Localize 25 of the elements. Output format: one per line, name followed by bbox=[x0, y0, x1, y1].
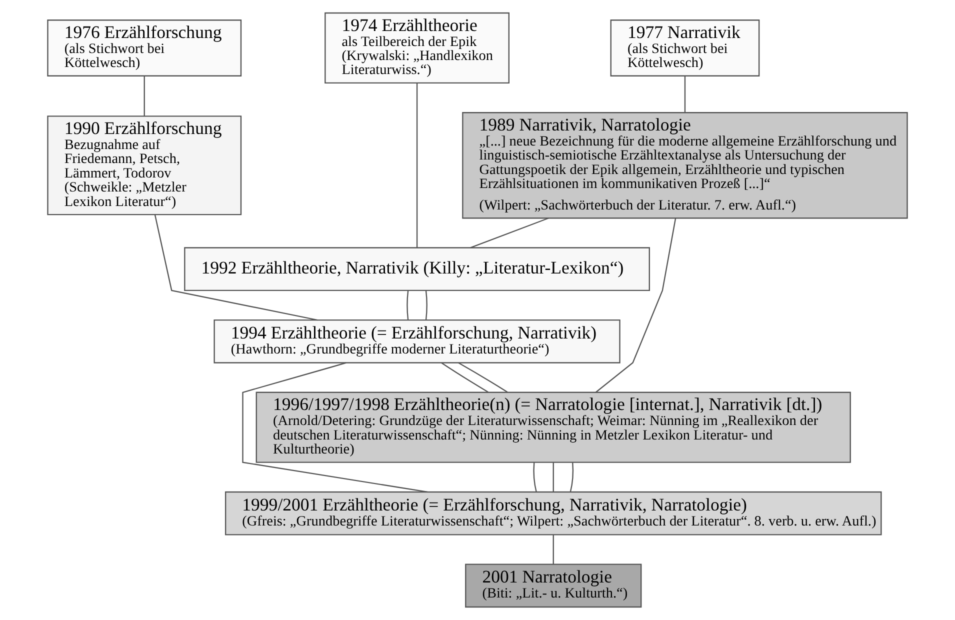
node-box: 1990 Erzählforschung Bezugnahme auf Friedemann, Petsch, Lämmert, Todorov (Schweikle: „Metzler Lexikon Literatur“) bbox=[47, 116, 242, 216]
connector bbox=[458, 362, 508, 393]
node-box: 1977 Narrativik (als Stichwort bei Köttelwesch) bbox=[610, 20, 760, 76]
connector bbox=[406, 290, 409, 320]
connector bbox=[684, 76, 686, 112]
node-box: 1974 Erzähltheorie als Teilbereich der Epik (Krywalski: „Handlexikon Literaturwiss.“) bbox=[324, 12, 510, 84]
connector bbox=[242, 362, 428, 493]
node-box: 2001 Narratologie (Biti: „Lit.- u. Kulturth.“) bbox=[465, 564, 642, 608]
connector bbox=[552, 534, 554, 564]
connector bbox=[416, 83, 418, 248]
node-box: 1994 Erzähltheorie (= Erzählforschung, Narrativik) (Hawthorn: „Grundbegriffe moderner Literaturtheorie“) bbox=[214, 319, 620, 364]
node-box: 1996/1997/1998 Erzähltheorie(n) (= Narratologie [internat.], Narrativik [dt.]) (Arnold/Detering: Grundzüge der Literaturwissenschaft; Weimar: Nünning im „Reallexikon der deutschen Literaturwissenschaft“; Nünning: Nünning in Metzler Lexikon Literatur- und Kulturtheorie) bbox=[256, 392, 851, 463]
node-box: 1999/2001 Erzähltheorie (= Erzählforschung, Narrativik, Narratologie) (Gfreis: „Grundbegriffe Literaturwissenschaft“; Wilpert: „Sachwörterbuch der Literatur“. 8. verb. u. erw. Aufl.) bbox=[224, 491, 882, 536]
node-box: 1992 Erzähltheorie, Narrativik (Killy: „Literatur-Lexikon“) bbox=[184, 247, 650, 292]
connector bbox=[425, 290, 428, 320]
connector bbox=[552, 462, 554, 492]
connector bbox=[596, 218, 676, 393]
connector bbox=[154, 214, 318, 321]
connector bbox=[533, 462, 537, 492]
node-box: 1976 Erzählforschung (als Stichwort bei Köttelwesch) bbox=[47, 20, 242, 76]
connector bbox=[144, 76, 145, 116]
connector bbox=[441, 362, 488, 393]
node-box: 1989 Narrativik, Narratologie „[...] neue Bezeichnung für die moderne allgemeine Erzählforschung und linguistisch-semiotische Erzähltextanalyse als Untersuchung der Gattungspoetik der Epik allgemein, Erzähltheorie und typischen Erzählsituationen im kommunikativen Prozeß [...]“ (Wilpert: „Sachwörterbuch der Literatur. 7. erw. Aufl.“) bbox=[462, 112, 908, 219]
connector bbox=[570, 462, 574, 492]
connector bbox=[470, 218, 549, 248]
